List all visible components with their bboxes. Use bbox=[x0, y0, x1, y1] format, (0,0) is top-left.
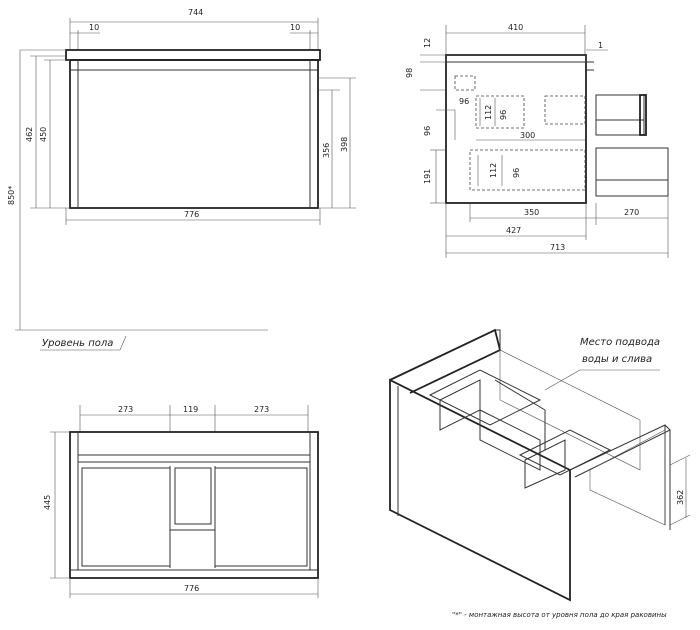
dim-side-left: 10 bbox=[89, 23, 99, 32]
dim-pullout: 270 bbox=[624, 208, 639, 217]
dim-lower-h2: 96 bbox=[512, 168, 521, 178]
side-view: 410 112 96 96 96 300 112 96 bbox=[405, 23, 669, 258]
dim-width-top: 744 bbox=[188, 8, 203, 17]
floor-level-label: Уровень пола bbox=[42, 338, 113, 349]
dim-plan-width-bottom: 776 bbox=[184, 584, 199, 593]
dim-height-overall: 850* bbox=[7, 186, 16, 205]
dim-depth-total: 713 bbox=[550, 243, 565, 252]
dim-depth-top: 410 bbox=[508, 23, 523, 32]
dim-upper-h2: 96 bbox=[499, 110, 508, 120]
dim-width-bottom: 776 bbox=[184, 210, 199, 219]
dim-lower-h1: 112 bbox=[489, 163, 498, 178]
footnote: "*" - монтажная высота от уровня пола до… bbox=[452, 611, 667, 619]
front-view: 744 10 10 776 850* 462 450 356 bbox=[7, 8, 356, 351]
iso-view: Место подвода воды и слива 362 bbox=[389, 328, 691, 602]
dim-side-right: 10 bbox=[290, 23, 300, 32]
dim-height-upper: 98 bbox=[405, 68, 414, 78]
dim-right-width: 273 bbox=[254, 405, 269, 414]
dim-lower-height: 191 bbox=[423, 169, 432, 184]
water-supply-label-line2: воды и слива bbox=[582, 354, 652, 365]
dim-upper-side: 96 bbox=[423, 126, 432, 136]
plan-view: 273 119 273 445 776 bbox=[43, 405, 319, 598]
dim-height-front: 450 bbox=[39, 127, 48, 142]
dim-height-side: 398 bbox=[340, 137, 349, 152]
dim-plan-height: 445 bbox=[43, 495, 52, 510]
dim-upper-inner-w: 96 bbox=[459, 97, 469, 106]
dim-middle-width: 119 bbox=[183, 405, 198, 414]
dim-upper-h1: 112 bbox=[484, 105, 493, 120]
dim-depth-body: 427 bbox=[506, 226, 521, 235]
dim-gap: 1 bbox=[598, 41, 603, 50]
dim-height-inner: 356 bbox=[322, 143, 331, 158]
dim-inner-width: 300 bbox=[520, 131, 535, 140]
dim-left-width: 273 bbox=[118, 405, 133, 414]
dim-iso-height: 362 bbox=[676, 490, 685, 505]
water-supply-label-line1: Место подвода bbox=[580, 337, 660, 348]
dim-top-thickness: 12 bbox=[423, 38, 432, 48]
dim-height-body: 462 bbox=[25, 127, 34, 142]
dim-depth-inner: 350 bbox=[524, 208, 539, 217]
